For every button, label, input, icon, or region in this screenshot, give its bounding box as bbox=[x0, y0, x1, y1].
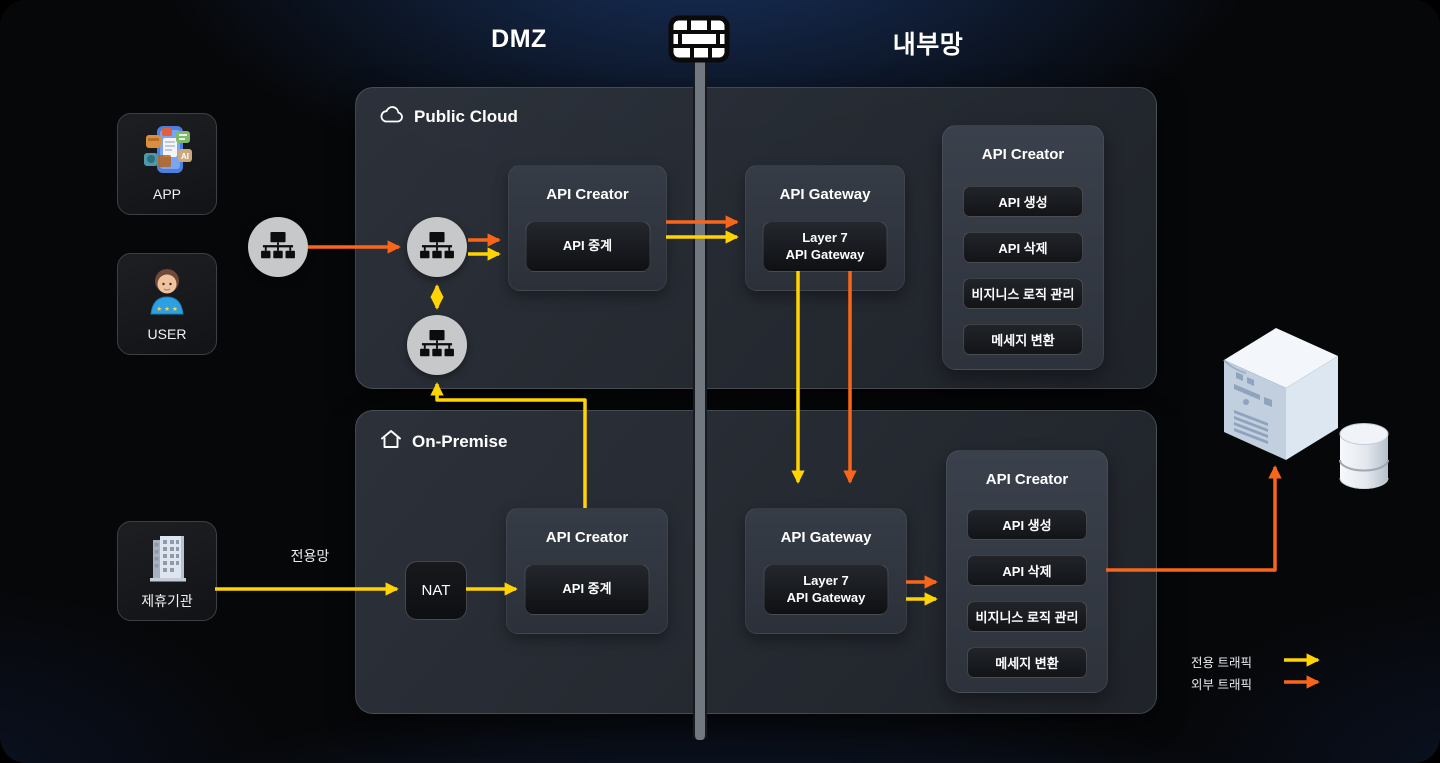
user-box: ★ ★ ★ USER bbox=[117, 253, 217, 355]
svg-text:★ ★ ★: ★ ★ ★ bbox=[156, 305, 178, 313]
nat-label: NAT bbox=[421, 582, 451, 599]
op-fn-message-transform: 메세지 변환 bbox=[967, 647, 1087, 678]
pc-fn-message-transform: 메세지 변환 bbox=[963, 324, 1083, 355]
op-api-gateway-box: API Gateway Layer 7 API Gateway bbox=[745, 508, 907, 634]
legend-dedicated-label: 전용 트래픽 bbox=[1191, 656, 1252, 670]
firewall-icon bbox=[668, 15, 730, 68]
pc-fn-api-create: API 생성 bbox=[963, 186, 1083, 217]
svg-text:AI: AI bbox=[181, 152, 189, 161]
op-creator-functions-title: API Creator bbox=[985, 471, 1069, 488]
op-layer7-line1: Layer 7 bbox=[803, 572, 849, 588]
network-switch-icon-1 bbox=[248, 217, 308, 277]
database-icon bbox=[1338, 422, 1390, 497]
partner-label: 제휴기관 bbox=[141, 593, 193, 609]
app-box: AI APP bbox=[117, 113, 217, 215]
server-icon bbox=[1216, 310, 1346, 469]
building-icon bbox=[139, 530, 195, 591]
network-switch-icon-2 bbox=[407, 217, 467, 277]
cloud-icon bbox=[380, 106, 404, 128]
pc-api-creator-box: API Creator API 중계 bbox=[508, 165, 667, 291]
op-layer7-module: Layer 7 API Gateway bbox=[763, 564, 889, 615]
app-icon: AI bbox=[138, 122, 196, 185]
app-label: APP bbox=[152, 186, 181, 202]
pc-api-gateway-title: API Gateway bbox=[779, 186, 871, 203]
legend-external-label: 외부 트래픽 bbox=[1191, 678, 1252, 692]
user-label: USER bbox=[147, 326, 187, 342]
pc-api-relay-module: API 중계 bbox=[525, 221, 650, 272]
op-api-relay-module: API 중계 bbox=[524, 564, 650, 615]
pc-layer7-module: Layer 7 API Gateway bbox=[762, 221, 888, 272]
public-cloud-title: Public Cloud bbox=[414, 107, 518, 126]
dedicated-line-label: 전용망 bbox=[290, 548, 330, 564]
pc-api-gateway-box: API Gateway Layer 7 API Gateway bbox=[745, 165, 905, 291]
on-premise-title: On-Premise bbox=[412, 431, 508, 451]
op-fn-api-delete: API 삭제 bbox=[967, 555, 1087, 586]
pc-fn-api-delete: API 삭제 bbox=[963, 232, 1083, 263]
pc-creator-functions-title: API Creator bbox=[981, 146, 1065, 163]
zone-internal-title: 내부망 bbox=[892, 31, 964, 59]
user-icon: ★ ★ ★ bbox=[139, 262, 195, 325]
nat-box: NAT bbox=[405, 561, 467, 620]
zone-dmz-title: DMZ bbox=[491, 25, 547, 53]
pc-layer7-line1: Layer 7 bbox=[802, 229, 848, 245]
op-api-creator-title: API Creator bbox=[545, 529, 629, 546]
pc-api-creator-title: API Creator bbox=[546, 186, 629, 203]
firewall-divider-bar bbox=[693, 58, 707, 740]
pc-layer7-line2: API Gateway bbox=[785, 246, 865, 262]
pc-creator-functions-panel: API Creator API 생성 API 삭제 비지니스 로직 관리 메세지… bbox=[942, 125, 1104, 370]
op-creator-functions-panel: API Creator API 생성 API 삭제 비지니스 로직 관리 메세지… bbox=[946, 450, 1108, 693]
network-switch-icon-3 bbox=[407, 315, 467, 375]
op-api-gateway-title: API Gateway bbox=[780, 529, 872, 546]
op-fn-api-create: API 생성 bbox=[967, 509, 1087, 540]
op-fn-business-logic: 비지니스 로직 관리 bbox=[967, 601, 1087, 632]
pc-fn-business-logic: 비지니스 로직 관리 bbox=[963, 278, 1083, 309]
home-icon bbox=[380, 429, 402, 454]
partner-box: 제휴기관 bbox=[117, 521, 217, 621]
op-api-creator-box: API Creator API 중계 bbox=[506, 508, 668, 634]
op-layer7-line2: API Gateway bbox=[786, 589, 866, 605]
